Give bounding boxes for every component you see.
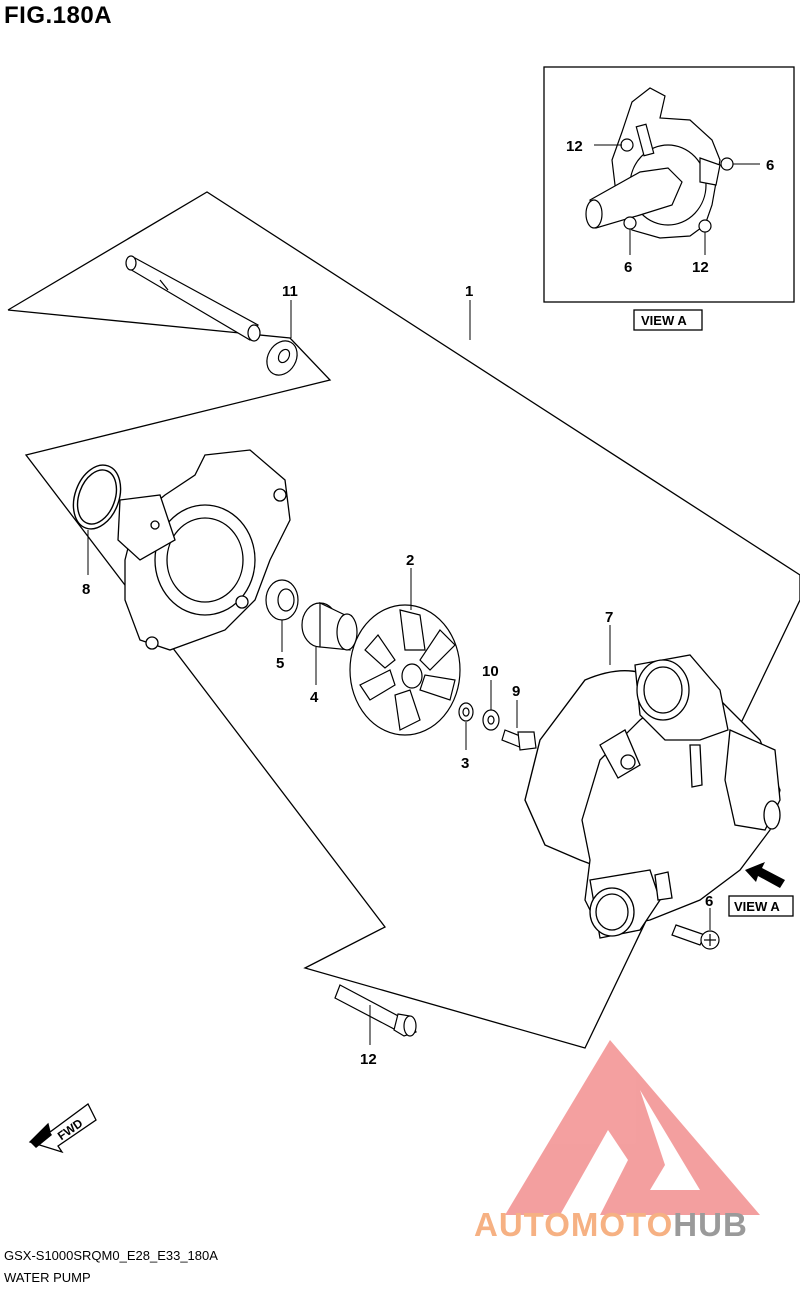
part-9-bolt (501, 729, 537, 751)
fwd-arrow-icon (28, 1103, 97, 1154)
leader-lines (87, 300, 711, 1045)
figure-title: FIG.180A (4, 2, 113, 29)
part-3-washer (458, 702, 474, 722)
watermark-logo (505, 1040, 760, 1215)
assembly-boundary (7, 191, 800, 1049)
callout-6: 6 (705, 893, 713, 910)
part-5-seal (265, 579, 299, 621)
part-8-oring (72, 464, 122, 530)
callout-10: 10 (482, 663, 499, 680)
inset-pump-cover (585, 87, 734, 239)
part-10-washer (482, 709, 500, 731)
part-4-mechanical-seal (301, 602, 358, 651)
part-6-bolt (671, 924, 720, 950)
inset-callout-6-right: 6 (766, 157, 774, 174)
model-code: GSX-S1000SRQM0_E28_E33_180A (4, 1248, 218, 1263)
pump-cover (581, 654, 781, 939)
diagram-name: WATER PUMP (4, 1270, 91, 1285)
inset-callout-12-top: 12 (566, 138, 583, 155)
pump-shaft (125, 255, 261, 342)
view-a-arrow-label: VIEW A (734, 899, 780, 914)
inset-callout-6-bottom: 6 (624, 259, 632, 276)
view-a-label: VIEW A (641, 313, 687, 328)
inset-callout-12-bottom: 12 (692, 259, 709, 276)
callout-11: 11 (282, 283, 298, 300)
view-a-label-box (633, 309, 703, 331)
callout-5: 5 (276, 655, 284, 672)
part-2-impeller (349, 604, 461, 736)
pump-body (117, 449, 291, 651)
part-11-washer (266, 340, 298, 376)
inset-leaders (594, 144, 760, 255)
callout-7: 7 (605, 609, 613, 626)
callout-9: 9 (512, 683, 520, 700)
view-a-inset-box (543, 66, 795, 303)
part-12-bolt (334, 984, 417, 1037)
callout-8: 8 (82, 581, 90, 598)
callout-12: 12 (360, 1051, 377, 1068)
callout-4: 4 (310, 689, 319, 706)
view-a-arrow (745, 862, 785, 888)
watermark-text: AUTOMOTOHUB (474, 1206, 748, 1243)
callout-1: 1 (465, 283, 473, 300)
callout-2: 2 (406, 552, 414, 569)
callout-3: 3 (461, 755, 469, 772)
view-a-arrow-label-box (728, 895, 794, 917)
